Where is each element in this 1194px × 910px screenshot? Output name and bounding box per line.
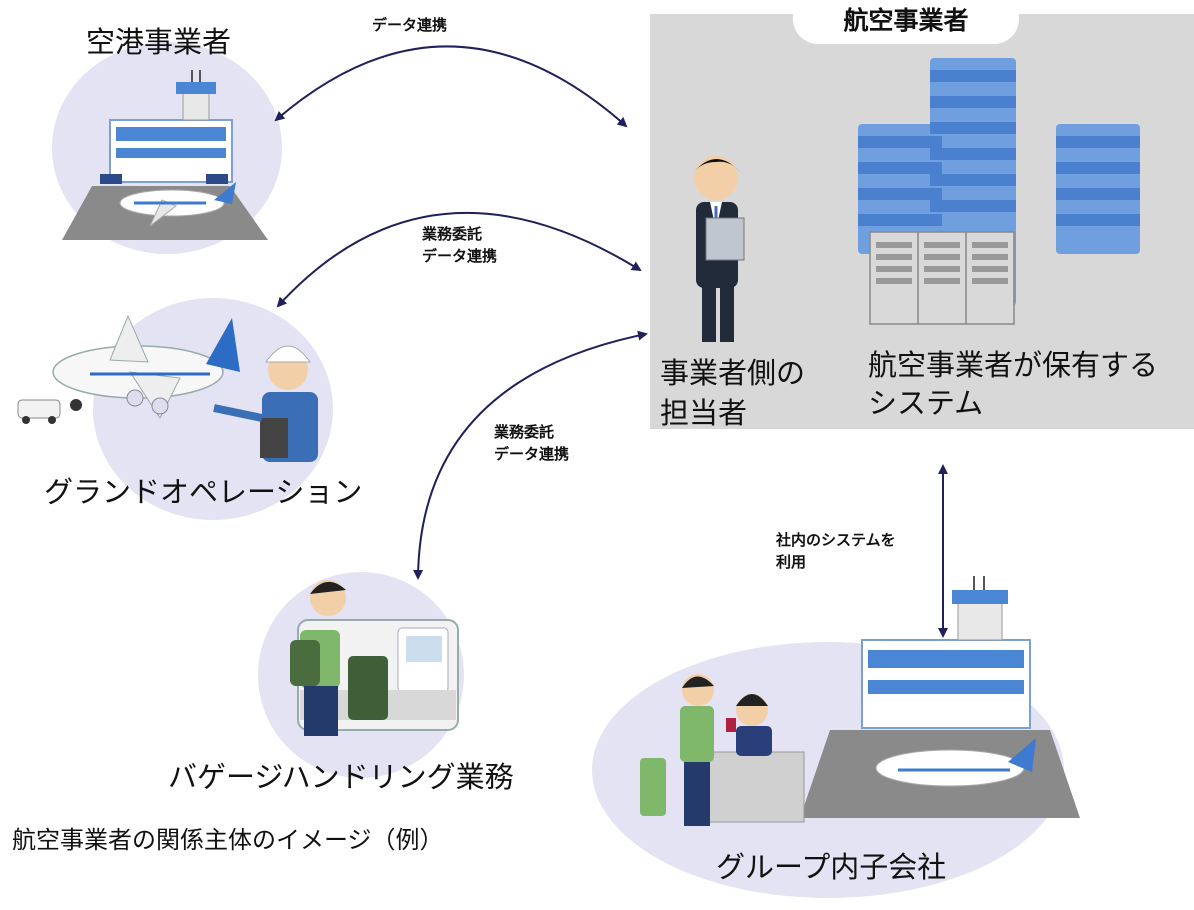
baggage-label: バゲージハンドリング業務 (168, 760, 514, 794)
airline-building-illustration (858, 58, 1140, 325)
arrow-ground-ops (276, 211, 642, 308)
ground-ops-illustration (17, 314, 318, 462)
system-label-line2: システム (868, 386, 984, 420)
group-link-label-1: 社内のシステムを (776, 531, 896, 549)
airline-staff-illustration (694, 156, 745, 342)
connection-arrows (274, 45, 948, 638)
diagram-caption: 航空事業者の関係主体のイメージ（例） (12, 826, 444, 854)
arrow-baggage (413, 330, 648, 580)
staff-label-line1: 事業者側の (660, 356, 806, 390)
baggage-illustration (290, 580, 459, 736)
baggage-link-label-1: 業務委託 (494, 423, 555, 441)
group-label: グループ内子会社 (716, 850, 947, 884)
group-illustration (640, 576, 1080, 826)
baggage-link-label-2: データ連携 (494, 445, 570, 463)
airport-illustration (62, 70, 268, 240)
ground-link-label-1: 業務委託 (422, 225, 483, 243)
airport-label: 空港事業者 (86, 25, 232, 59)
ground-ops-label: グランドオペレーション (44, 475, 363, 509)
system-label-line1: 航空事業者が保有する (868, 348, 1159, 382)
staff-label-line2: 担当者 (660, 396, 748, 430)
group-link-label-2: 利用 (776, 553, 807, 571)
arrow-airport (274, 45, 628, 128)
ground-link-label-2: データ連携 (422, 247, 498, 265)
airport-link-label: データ連携 (372, 16, 448, 34)
airline-title: 航空事業者 (793, 0, 1019, 44)
